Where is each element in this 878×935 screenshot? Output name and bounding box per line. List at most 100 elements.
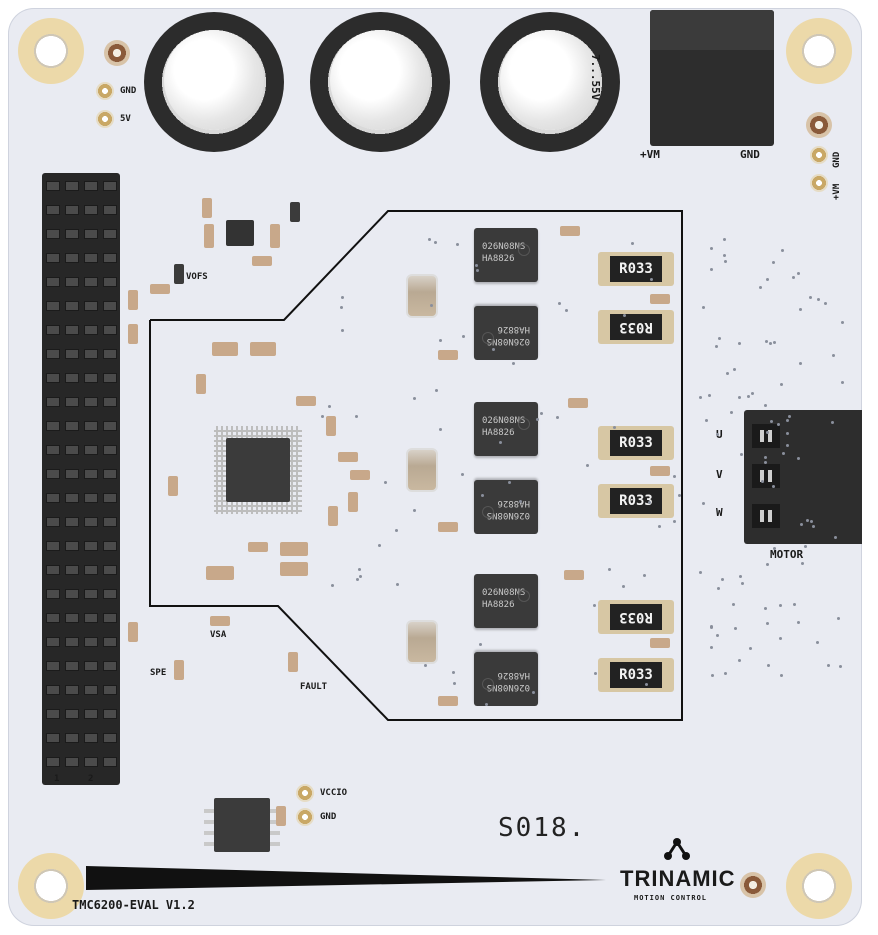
header-pin: [103, 229, 117, 239]
header-pin: [46, 709, 60, 719]
ceramic-capacitor-3: [406, 620, 438, 664]
shunt-marking: R033: [610, 604, 662, 630]
via-dot: [532, 691, 535, 694]
header-pin: [65, 757, 79, 767]
smd-resistor: [650, 294, 670, 304]
header-pin: [84, 637, 98, 647]
pcb-board: GND 5V 7...55V +VM GND GND +VM 1 2 VOFS: [8, 8, 862, 926]
via-dot: [799, 308, 802, 311]
via-dot: [452, 671, 455, 674]
smd-resistor: [210, 616, 230, 626]
smd-resistor: [650, 466, 670, 476]
mosfet-marking-1: 026N08NS: [482, 588, 526, 598]
via-dot: [841, 321, 844, 324]
via-dot: [734, 627, 737, 630]
gate-driver-ic: [226, 438, 290, 502]
mosfet-marking-2: HA8826: [482, 428, 515, 438]
board-name: TMC6200-EVAL V1.2: [72, 898, 195, 912]
mosfet-w-high: 026N08NS HA8826: [474, 574, 538, 628]
smd-resistor: [168, 476, 178, 496]
testpoint-gnd-right: [810, 146, 828, 164]
header-pin: [46, 517, 60, 527]
logo-tagline: MOTION CONTROL: [634, 894, 708, 902]
header-pin: [103, 709, 117, 719]
header-pin: [84, 445, 98, 455]
header-pin: [65, 661, 79, 671]
header-pin: [65, 445, 79, 455]
header-pin: [46, 349, 60, 359]
header-pin: [65, 277, 79, 287]
header-pin: [65, 205, 79, 215]
via-dot: [733, 368, 736, 371]
header-pin: [84, 277, 98, 287]
smd-capacitor: [276, 806, 286, 826]
via-dot: [738, 342, 741, 345]
header-pin: [84, 685, 98, 695]
via-dot: [739, 575, 742, 578]
via-dot: [773, 547, 776, 550]
header-pin: [65, 373, 79, 383]
label-vm-right: +VM: [832, 183, 842, 200]
mosfet-marking-1: 026N08NS: [482, 242, 526, 252]
via-dot: [726, 372, 729, 375]
via-dot: [485, 703, 488, 706]
via-dot: [340, 306, 343, 309]
header-pin: [103, 541, 117, 551]
via-dot: [424, 664, 427, 667]
via-dot: [766, 431, 769, 434]
header-pin: [84, 517, 98, 527]
header-pin: [84, 205, 98, 215]
mosfet-marking-2: HA8826: [497, 324, 530, 334]
via-dot: [759, 286, 762, 289]
via-dot: [764, 461, 767, 464]
smd-led: [288, 652, 298, 672]
via-dot: [359, 575, 362, 578]
header-pin: [46, 421, 60, 431]
via-right: [806, 112, 832, 138]
header-pin: [84, 397, 98, 407]
via-dot: [827, 664, 830, 667]
header-pin: [103, 469, 117, 479]
shunt-marking: R033: [610, 662, 662, 688]
via-dot: [435, 389, 438, 392]
via-dot: [806, 519, 809, 522]
smd-resistor: [650, 638, 670, 648]
smd-capacitor: [250, 342, 276, 356]
smd-resistor: [328, 506, 338, 526]
header-pin: [46, 373, 60, 383]
via-dot: [711, 674, 714, 677]
label-supply-range: 7...55V: [589, 54, 602, 101]
smd-capacitor: [206, 566, 234, 580]
via-dot: [328, 405, 331, 408]
via-dot: [773, 341, 776, 344]
via-dot: [456, 243, 459, 246]
label-header-pin2: 2: [88, 774, 94, 784]
header-pin: [103, 637, 117, 647]
label-gnd-bottom: GND: [320, 812, 337, 822]
header-pin: [84, 589, 98, 599]
via-dot: [492, 348, 495, 351]
header-pin: [84, 421, 98, 431]
via-dot: [797, 621, 800, 624]
via-dot: [699, 396, 702, 399]
via-dot: [834, 536, 837, 539]
smd-resistor: [560, 226, 580, 236]
via-dot: [710, 626, 713, 629]
pin-header-connector: [42, 173, 120, 785]
mosfet-u-high: 026N08NS HA8826: [474, 228, 538, 282]
smd-resistor: [438, 350, 458, 360]
header-pin: [65, 517, 79, 527]
via-dot: [832, 354, 835, 357]
via-dot: [780, 674, 783, 677]
testpoint-gnd-top: [96, 82, 114, 100]
header-pin: [65, 181, 79, 191]
smd-resistor: [350, 470, 370, 480]
shunt-marking: R033: [610, 314, 662, 340]
header-pin: [46, 469, 60, 479]
testpoint-vm-right: [810, 174, 828, 192]
header-pin: [46, 541, 60, 551]
via-dot: [751, 392, 754, 395]
via-dot: [801, 562, 804, 565]
header-pin: [46, 181, 60, 191]
via-dot: [716, 634, 719, 637]
